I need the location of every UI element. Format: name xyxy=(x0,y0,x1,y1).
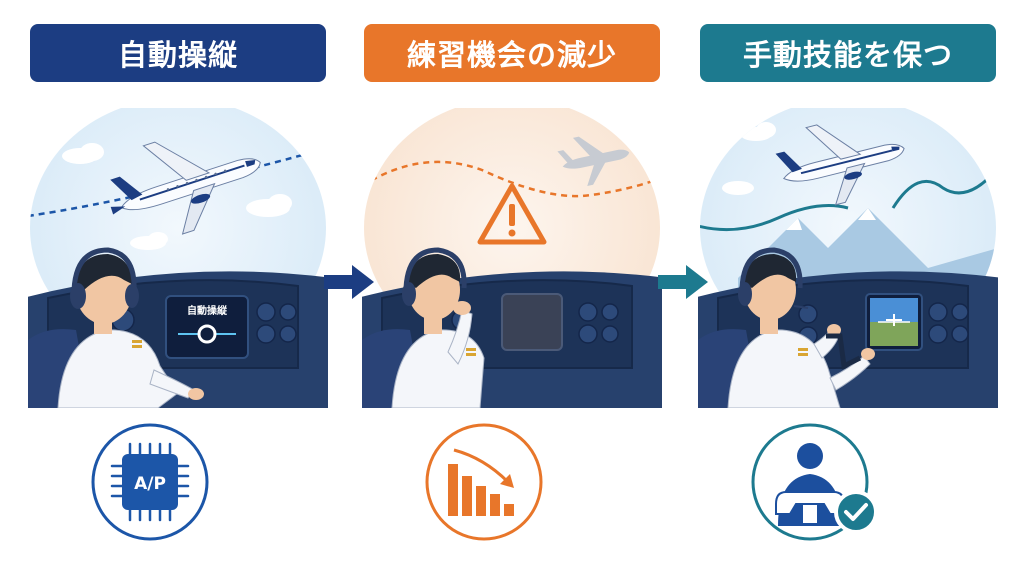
panel-title-manual-skills: 手動技能を保つ xyxy=(700,24,996,82)
chip-icon: A/P xyxy=(91,423,209,541)
airplane-icon xyxy=(110,141,261,235)
arrow-right-icon xyxy=(324,265,374,299)
autopilot-screen-label: 自動操縦 xyxy=(187,304,228,317)
airplane-icon xyxy=(775,124,905,206)
panel-manual-skills: 手動技能を保つ xyxy=(698,0,998,576)
warning-icon xyxy=(477,183,547,245)
pilot-figure xyxy=(362,247,485,408)
blank-display xyxy=(501,293,563,351)
check-badge-icon xyxy=(834,490,878,534)
pilot-yoke-check-icon xyxy=(751,423,878,541)
pilot-figure xyxy=(28,247,204,408)
reduced-practice-cockpit-scene xyxy=(362,108,662,408)
attitude-display xyxy=(865,293,923,351)
panel-title-reduced-practice: 練習機会の減少 xyxy=(364,24,660,82)
arrow-right-icon xyxy=(658,265,708,299)
pilot-figure xyxy=(698,247,875,408)
panel-reduced-practice: 練習機会の減少 xyxy=(362,0,662,576)
panel-title-autopilot: 自動操縦 xyxy=(30,24,326,82)
declining-bar-chart-icon xyxy=(425,423,543,541)
manual-flight-cockpit-scene xyxy=(698,108,998,408)
panel-autopilot: 自動操縦 xyxy=(28,0,328,576)
chip-label: A/P xyxy=(134,474,166,494)
faded-airplane-icon xyxy=(557,136,630,186)
autopilot-cockpit-scene: 自動操縦 xyxy=(28,108,328,408)
